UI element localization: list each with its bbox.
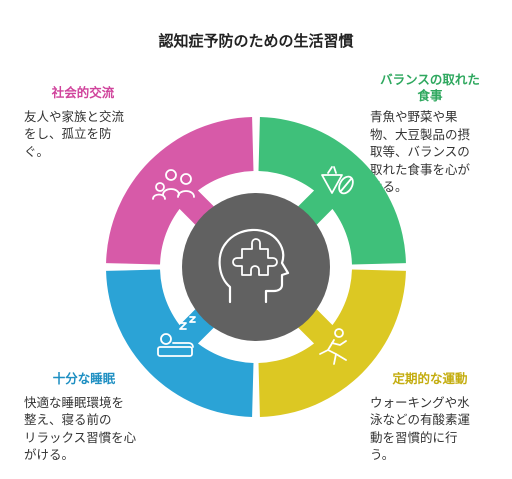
exercise-heading: 定期的な運動 (392, 371, 468, 386)
balanced-diet-heading: バランスの取れた 食事 (370, 72, 490, 104)
exercise-text-line: う。 (370, 447, 395, 462)
balanced-diet-block: バランスの取れた 食事 青魚や野菜や果 物、大豆製品の摂 取等、バランスの 取れ… (370, 72, 490, 196)
social-interaction-heading: 社会的交流 (51, 85, 115, 100)
balanced-diet-text: 青魚や野菜や果 物、大豆製品の摂 取等、バランスの 取れた食事を心が ける。 (370, 108, 490, 196)
sleep-text-line: 快適な睡眠環境を (24, 394, 125, 410)
exercise-block: 定期的な運動 ウォーキングや水 泳などの有酸素運 動を習慣的に行 う。 (370, 370, 490, 464)
sleep-text: 快適な睡眠環境を 整え、寝る前の リラックス習慣を心 がける。 (24, 394, 144, 464)
center-circle (182, 193, 330, 341)
exercise-text-line: ウォーキングや水 (370, 394, 470, 410)
sleep-text-line: がける。 (24, 447, 75, 462)
social-text-line: 友人や家族と交流 (24, 108, 125, 124)
social-interaction-block: 社会的交流 友人や家族と交流 をし、孤立を防 ぐ。 (24, 84, 142, 160)
diagram-title: 認知症予防のための生活習慣 (158, 32, 354, 50)
diet-heading-line: 食事 (417, 88, 443, 103)
ring-connector-social (177, 188, 216, 227)
ring-connector-exercise (296, 307, 335, 346)
diet-text-line: 物、大豆製品の摂 (370, 126, 471, 142)
social-interaction-text: 友人や家族と交流 をし、孤立を防 ぐ。 (24, 108, 142, 161)
diet-text-line: 取れた食事を心が (370, 161, 471, 177)
sleep-text-line: リラックス習慣を心 (24, 429, 137, 445)
diet-text-line: 取等、バランスの (370, 144, 470, 159)
sleep-heading: 十分な睡眠 (52, 371, 116, 386)
ring-connector-sleep (177, 307, 216, 346)
sleep-icon (157, 316, 196, 357)
food-icon (321, 166, 354, 195)
exercise-text-line: 泳などの有酸素運 (370, 412, 471, 427)
brain-head-icon (218, 228, 290, 304)
people-icon (152, 169, 195, 200)
exercise-text-line: 動を習慣的に行 (370, 429, 458, 445)
diet-heading-line: バランスの取れた (380, 72, 480, 87)
diet-text-line: 青魚や野菜や果 (370, 109, 458, 124)
running-icon (319, 328, 347, 365)
social-text-line: をし、孤立を防 (24, 126, 112, 141)
ring-connector-diet (296, 188, 335, 227)
lifestyle-ring-diagram (106, 117, 406, 417)
ring-segment-social (106, 117, 254, 265)
sleep-text-line: 整え、寝る前の (24, 412, 112, 427)
sleep-block: 十分な睡眠 快適な睡眠環境を 整え、寝る前の リラックス習慣を心 がける。 (24, 370, 144, 464)
exercise-text: ウォーキングや水 泳などの有酸素運 動を習慣的に行 う。 (370, 394, 490, 464)
social-text-line: ぐ。 (24, 143, 50, 159)
